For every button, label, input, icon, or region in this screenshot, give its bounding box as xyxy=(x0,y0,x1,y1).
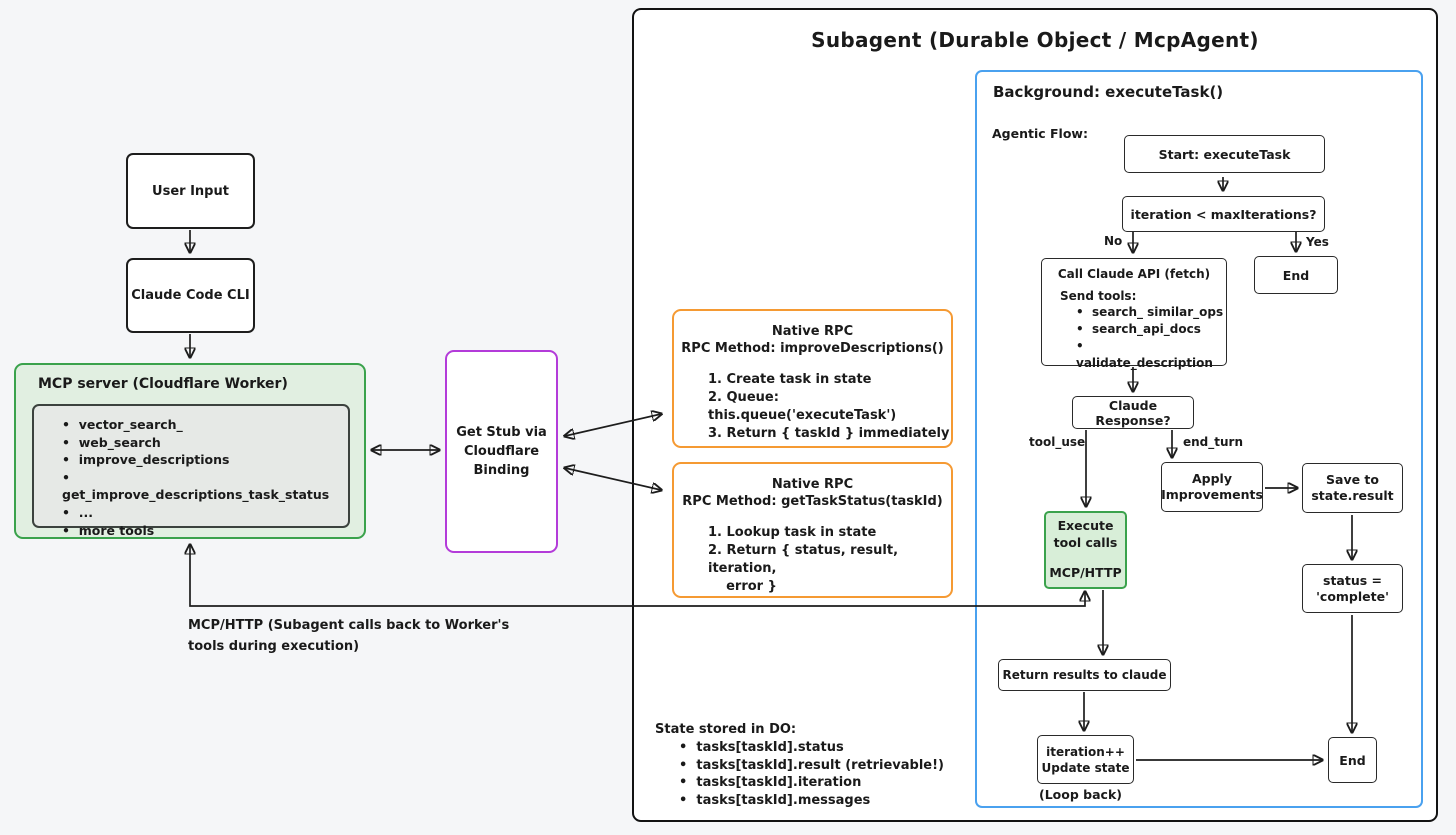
claude-cli-label: Claude Code CLI xyxy=(131,288,250,303)
flow-condition-label: iteration < maxIterations? xyxy=(1130,206,1317,222)
flow-end-top-node: End xyxy=(1254,256,1338,294)
claude-code-cli-node: Claude Code CLI xyxy=(126,258,255,333)
flow-response-label: Claude Response? xyxy=(1095,397,1171,428)
state-items-list: tasks[taskId].statustasks[taskId].result… xyxy=(679,739,944,810)
callback-caption-line1: MCP/HTTP (Subagent calls back to Worker'… xyxy=(188,618,510,633)
mcp-server-box: MCP server (Cloudflare Worker) vector_se… xyxy=(14,363,366,539)
user-input-node: User Input xyxy=(126,153,255,229)
flow-return-results-label: Return results to claude xyxy=(1002,668,1167,682)
flow-status-complete-node: status ='complete' xyxy=(1302,564,1403,613)
flow-claude-response-node: Claude Response? xyxy=(1072,396,1194,429)
flow-return-results-node: Return results to claude xyxy=(998,659,1171,691)
rpc2-title: Native RPC xyxy=(771,477,854,492)
call-api-subtitle: Send tools: xyxy=(1060,289,1137,303)
rpc-get-task-status-box: Native RPC RPC Method: getTaskStatus(tas… xyxy=(672,462,953,598)
rpc2-method: RPC Method: getTaskStatus(taskId) xyxy=(682,494,943,509)
branch-tool-use-label: tool_use xyxy=(1029,435,1086,449)
subagent-title: Subagent (Durable Object / McpAgent) xyxy=(811,28,1259,52)
agentic-flow-label: Agentic Flow: xyxy=(992,126,1088,141)
flow-call-claude-api-node: Call Claude API (fetch) Send tools: sear… xyxy=(1041,258,1227,370)
branch-yes-label: Yes xyxy=(1306,235,1329,249)
rpc1-method: RPC Method: improveDescriptions() xyxy=(681,341,944,356)
state-title: State stored in DO: xyxy=(655,722,797,737)
call-api-title: Call Claude API (fetch) xyxy=(1057,267,1211,281)
mcp-server-title: MCP server (Cloudflare Worker) xyxy=(38,376,288,392)
state-stored-block: State stored in DO: tasks[taskId].status… xyxy=(655,721,944,810)
flow-start-node: Start: executeTask xyxy=(1124,135,1325,173)
flow-start-label: Start: executeTask xyxy=(1158,146,1291,162)
callback-caption: MCP/HTTP (Subagent calls back to Worker'… xyxy=(188,615,509,657)
mcp-tools-list: vector_search_web_searchimprove_descript… xyxy=(32,404,350,538)
flow-end-top-label: End xyxy=(1282,267,1310,283)
background-title: Background: executeTask() xyxy=(993,83,1224,101)
flow-end-bottom-node: End xyxy=(1328,737,1377,783)
loop-back-label: (Loop back) xyxy=(1039,787,1122,802)
flow-condition-node: iteration < maxIterations? xyxy=(1122,196,1325,232)
branch-no-label: No xyxy=(1104,234,1123,248)
branch-end-turn-label: end_turn xyxy=(1183,435,1244,449)
rpc1-title: Native RPC xyxy=(771,324,854,339)
flow-end-bottom-label: End xyxy=(1339,752,1366,768)
stub-binding-label: Binding xyxy=(473,463,530,478)
user-input-label: User Input xyxy=(152,183,229,199)
callback-caption-line2: tools during execution) xyxy=(188,639,360,654)
call-api-tools-list: search_ similar_opssearch_api_docsvalida… xyxy=(1076,304,1226,372)
flow-iteration-update-node: iteration++Update state xyxy=(1037,735,1134,784)
rpc-improve-descriptions-box: Native RPC RPC Method: improveDescriptio… xyxy=(672,309,953,448)
